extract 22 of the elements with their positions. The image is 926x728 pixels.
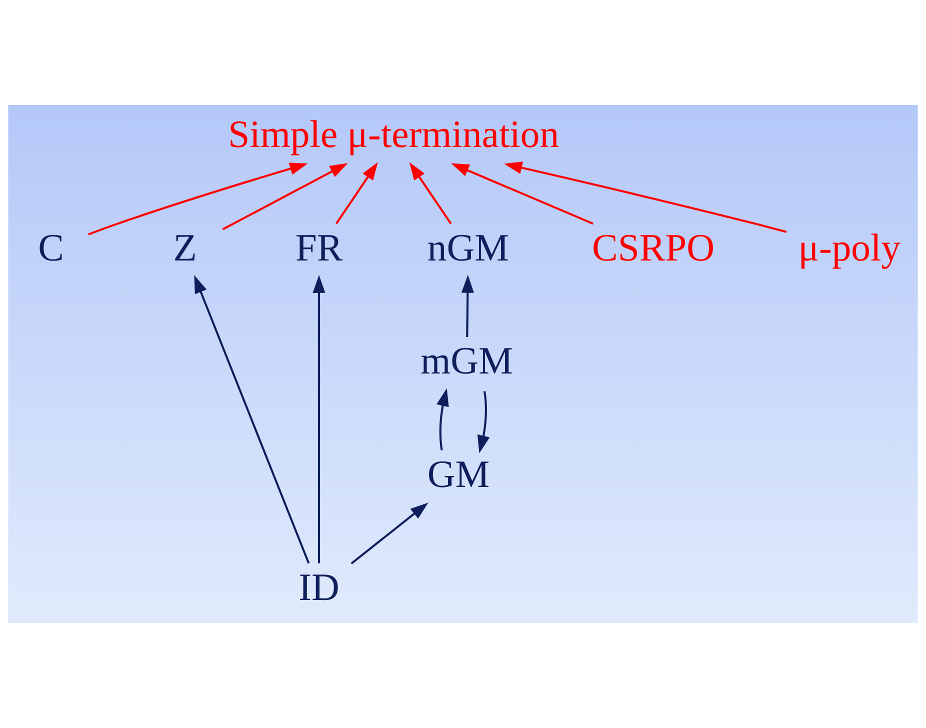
arrow [477,391,490,454]
node-text: nGM [427,227,509,270]
arrow [504,162,787,233]
node-text: Z [173,227,197,270]
node-text: μ-poly [798,227,901,270]
arrow [350,502,428,564]
arrow [88,162,308,236]
node-text: C [38,227,64,270]
arrow [194,275,310,564]
node-text: Simple μ-termination [228,114,560,156]
arrow [222,163,348,230]
arrow [312,274,326,564]
node-text: mGM [420,340,513,383]
arrow [461,274,474,337]
node-text: CSRPO [592,227,715,270]
node-text: GM [427,454,490,496]
arrow [436,388,449,450]
arrow [451,163,594,225]
node-text: FR [295,227,343,270]
arrow [409,162,452,224]
node-text: ID [298,567,340,610]
arrow [335,162,378,224]
